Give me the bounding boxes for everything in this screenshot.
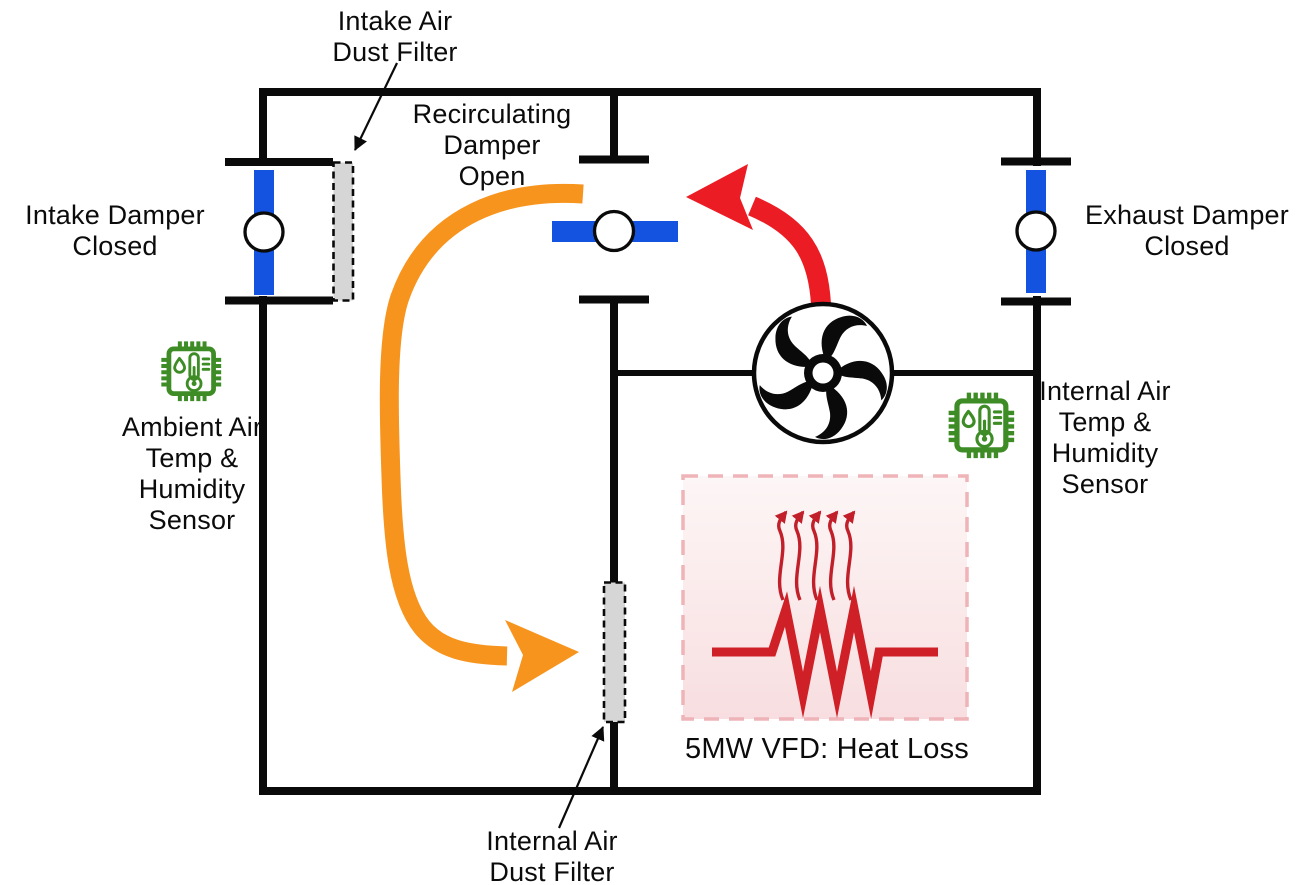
damper-flange-ticks xyxy=(225,155,1071,306)
internal-sensor-label: Internal Air Temp & Humidity Sensor xyxy=(1039,376,1171,499)
internal-filter-callout-arrow xyxy=(557,726,605,829)
exhaust-damper xyxy=(1015,170,1057,293)
recirculation-flow-arrow xyxy=(379,183,584,692)
fan-icon xyxy=(751,301,895,445)
intake-filter-callout-arrow xyxy=(354,62,398,151)
recirculating-damper-label: Recirculating Damper Open xyxy=(412,99,572,191)
internal-filter-label: Internal Air Dust Filter xyxy=(486,826,618,885)
intake-damper xyxy=(243,170,285,295)
intake-damper-label: Intake Damper Closed xyxy=(25,200,205,261)
exhaust-damper-label: Exhaust Damper Closed xyxy=(1085,200,1289,261)
intake-air-dust-filter xyxy=(332,161,355,302)
ambient-temp-humidity-sensor-icon xyxy=(161,341,221,401)
internal-air-dust-filter xyxy=(602,581,627,724)
recirculating-damper xyxy=(552,209,678,253)
heat-waves-icon xyxy=(774,510,856,601)
resistor-heat-loss-icon xyxy=(712,510,938,719)
fan-discharge-flow-arrow xyxy=(686,164,831,305)
vfd-heat-loss-box xyxy=(681,474,969,721)
vfd-heat-loss-label: 5MW VFD: Heat Loss xyxy=(685,733,969,765)
enclosure-walls xyxy=(259,88,1041,795)
intake-filter-label: Intake Air Dust Filter xyxy=(332,6,458,67)
ambient-sensor-label: Ambient Air Temp & Humidity Sensor xyxy=(121,412,263,535)
fan-blades xyxy=(759,315,887,440)
